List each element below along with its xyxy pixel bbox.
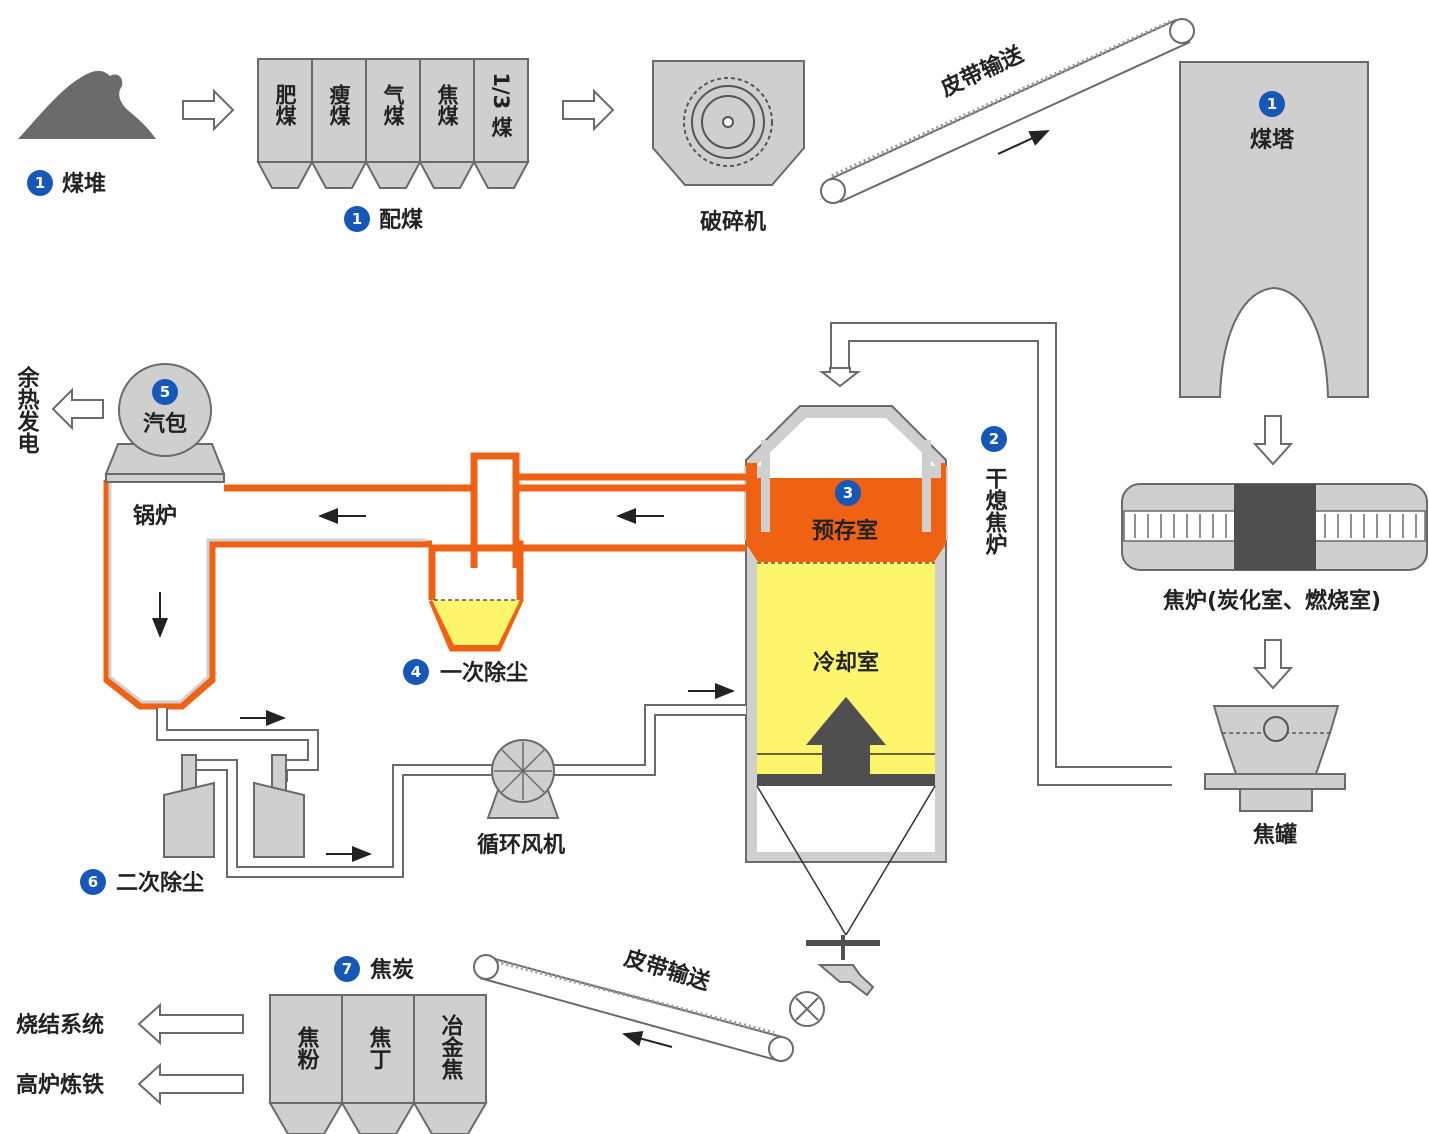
coke-bins [268, 994, 488, 1134]
arrow-right-icon [562, 88, 615, 132]
waste-heat-label: 余热发电 [14, 365, 41, 454]
blend-bin-label: 焦煤 [435, 83, 460, 127]
arrow-down-icon [819, 367, 861, 388]
coke-badge: 7 [334, 956, 360, 982]
coal-pile-icon [18, 70, 156, 139]
svg-text:5: 5 [160, 383, 170, 401]
svg-text:1: 1 [35, 174, 45, 192]
coal-blend-bins [256, 58, 530, 189]
coke-label: 焦炭 [369, 957, 414, 983]
svg-text:6: 6 [88, 873, 98, 891]
crusher-label: 破碎机 [700, 209, 766, 235]
coal-pile-label: 煤堆 [62, 171, 106, 197]
coal-blend-badge: 1 [344, 206, 370, 232]
coke-tank-label: 焦罐 [1252, 822, 1297, 848]
arrow-down-icon [1252, 415, 1294, 466]
svg-text:1: 1 [352, 210, 362, 228]
blend-bin-label: 1/3 煤 [489, 72, 513, 139]
dry-quench-furnace [744, 405, 948, 1027]
crusher-icon [652, 60, 805, 186]
dry-quench-label: 干熄焦炉 [982, 467, 1009, 556]
coal-pile-badge: 1 [27, 170, 53, 196]
blast-furnace-label: 高炉炼铁 [16, 1072, 104, 1098]
svg-text:3: 3 [843, 484, 853, 502]
coke-bin-label: 焦粉 [294, 1025, 321, 1071]
secondary-dust-collector [163, 754, 305, 858]
cooling-label: 冷却室 [813, 650, 879, 676]
circ-fan-label: 循环风机 [477, 832, 565, 858]
coal-tower-icon [1179, 61, 1369, 398]
secondary-dust-label: 二次除尘 [116, 870, 204, 896]
belt-top-label: 皮带输送 [937, 41, 1028, 102]
svg-text:2: 2 [989, 430, 999, 448]
sinter-system-label: 烧结系统 [16, 1012, 104, 1038]
secondary-dust-badge: 6 [80, 869, 106, 895]
coke-tank-icon [1204, 705, 1346, 812]
coal-tower-label: 煤塔 [1250, 127, 1295, 153]
boiler-label: 锅炉 [133, 503, 177, 529]
arrow-down-icon [1252, 639, 1294, 690]
steam-drum-icon [104, 363, 226, 483]
blend-bin-label: 肥煤 [273, 84, 297, 127]
hot-gas-duct-inner [108, 480, 426, 704]
coke-oven-icon [1121, 483, 1428, 571]
primary-dust-badge: 4 [403, 659, 429, 685]
primary-dust-hopper [432, 599, 520, 645]
steam-drum-label: 汽包 [143, 411, 187, 437]
coke-oven-label: 焦炉(炭化室、燃烧室) [1162, 588, 1381, 614]
coal-tower-badge: 1 [1259, 91, 1285, 117]
prestore-badge: 3 [835, 480, 861, 506]
svg-text:7: 7 [342, 960, 352, 978]
dry-quench-badge: 2 [981, 426, 1007, 452]
arrow-right-icon [182, 88, 235, 132]
arrow-left-icon [137, 1062, 244, 1106]
hot-gas-duct [103, 452, 746, 710]
coal-blend-label: 配煤 [379, 207, 423, 233]
belt-bottom-label: 皮带输送 [621, 945, 713, 996]
belt-conveyor-top [820, 18, 1195, 204]
steam-drum-badge: 5 [152, 379, 178, 405]
arrow-left-icon [137, 1002, 244, 1046]
belt-conveyor-bottom [473, 954, 794, 1062]
svg-text:1: 1 [1267, 95, 1277, 113]
primary-dust-label: 一次除尘 [440, 660, 528, 686]
coke-bin-label: 冶金焦 [438, 1013, 465, 1081]
coke-bin-label: 焦丁 [366, 1025, 393, 1070]
blend-bin-label: 气煤 [381, 83, 406, 127]
prestore-label: 预存室 [812, 518, 878, 544]
circulating-fan-icon [486, 739, 560, 819]
cooling-cap-icon [806, 697, 886, 774]
blend-bin-label: 瘦煤 [327, 83, 351, 127]
svg-text:4: 4 [411, 663, 421, 681]
arrow-left-icon [51, 387, 104, 431]
